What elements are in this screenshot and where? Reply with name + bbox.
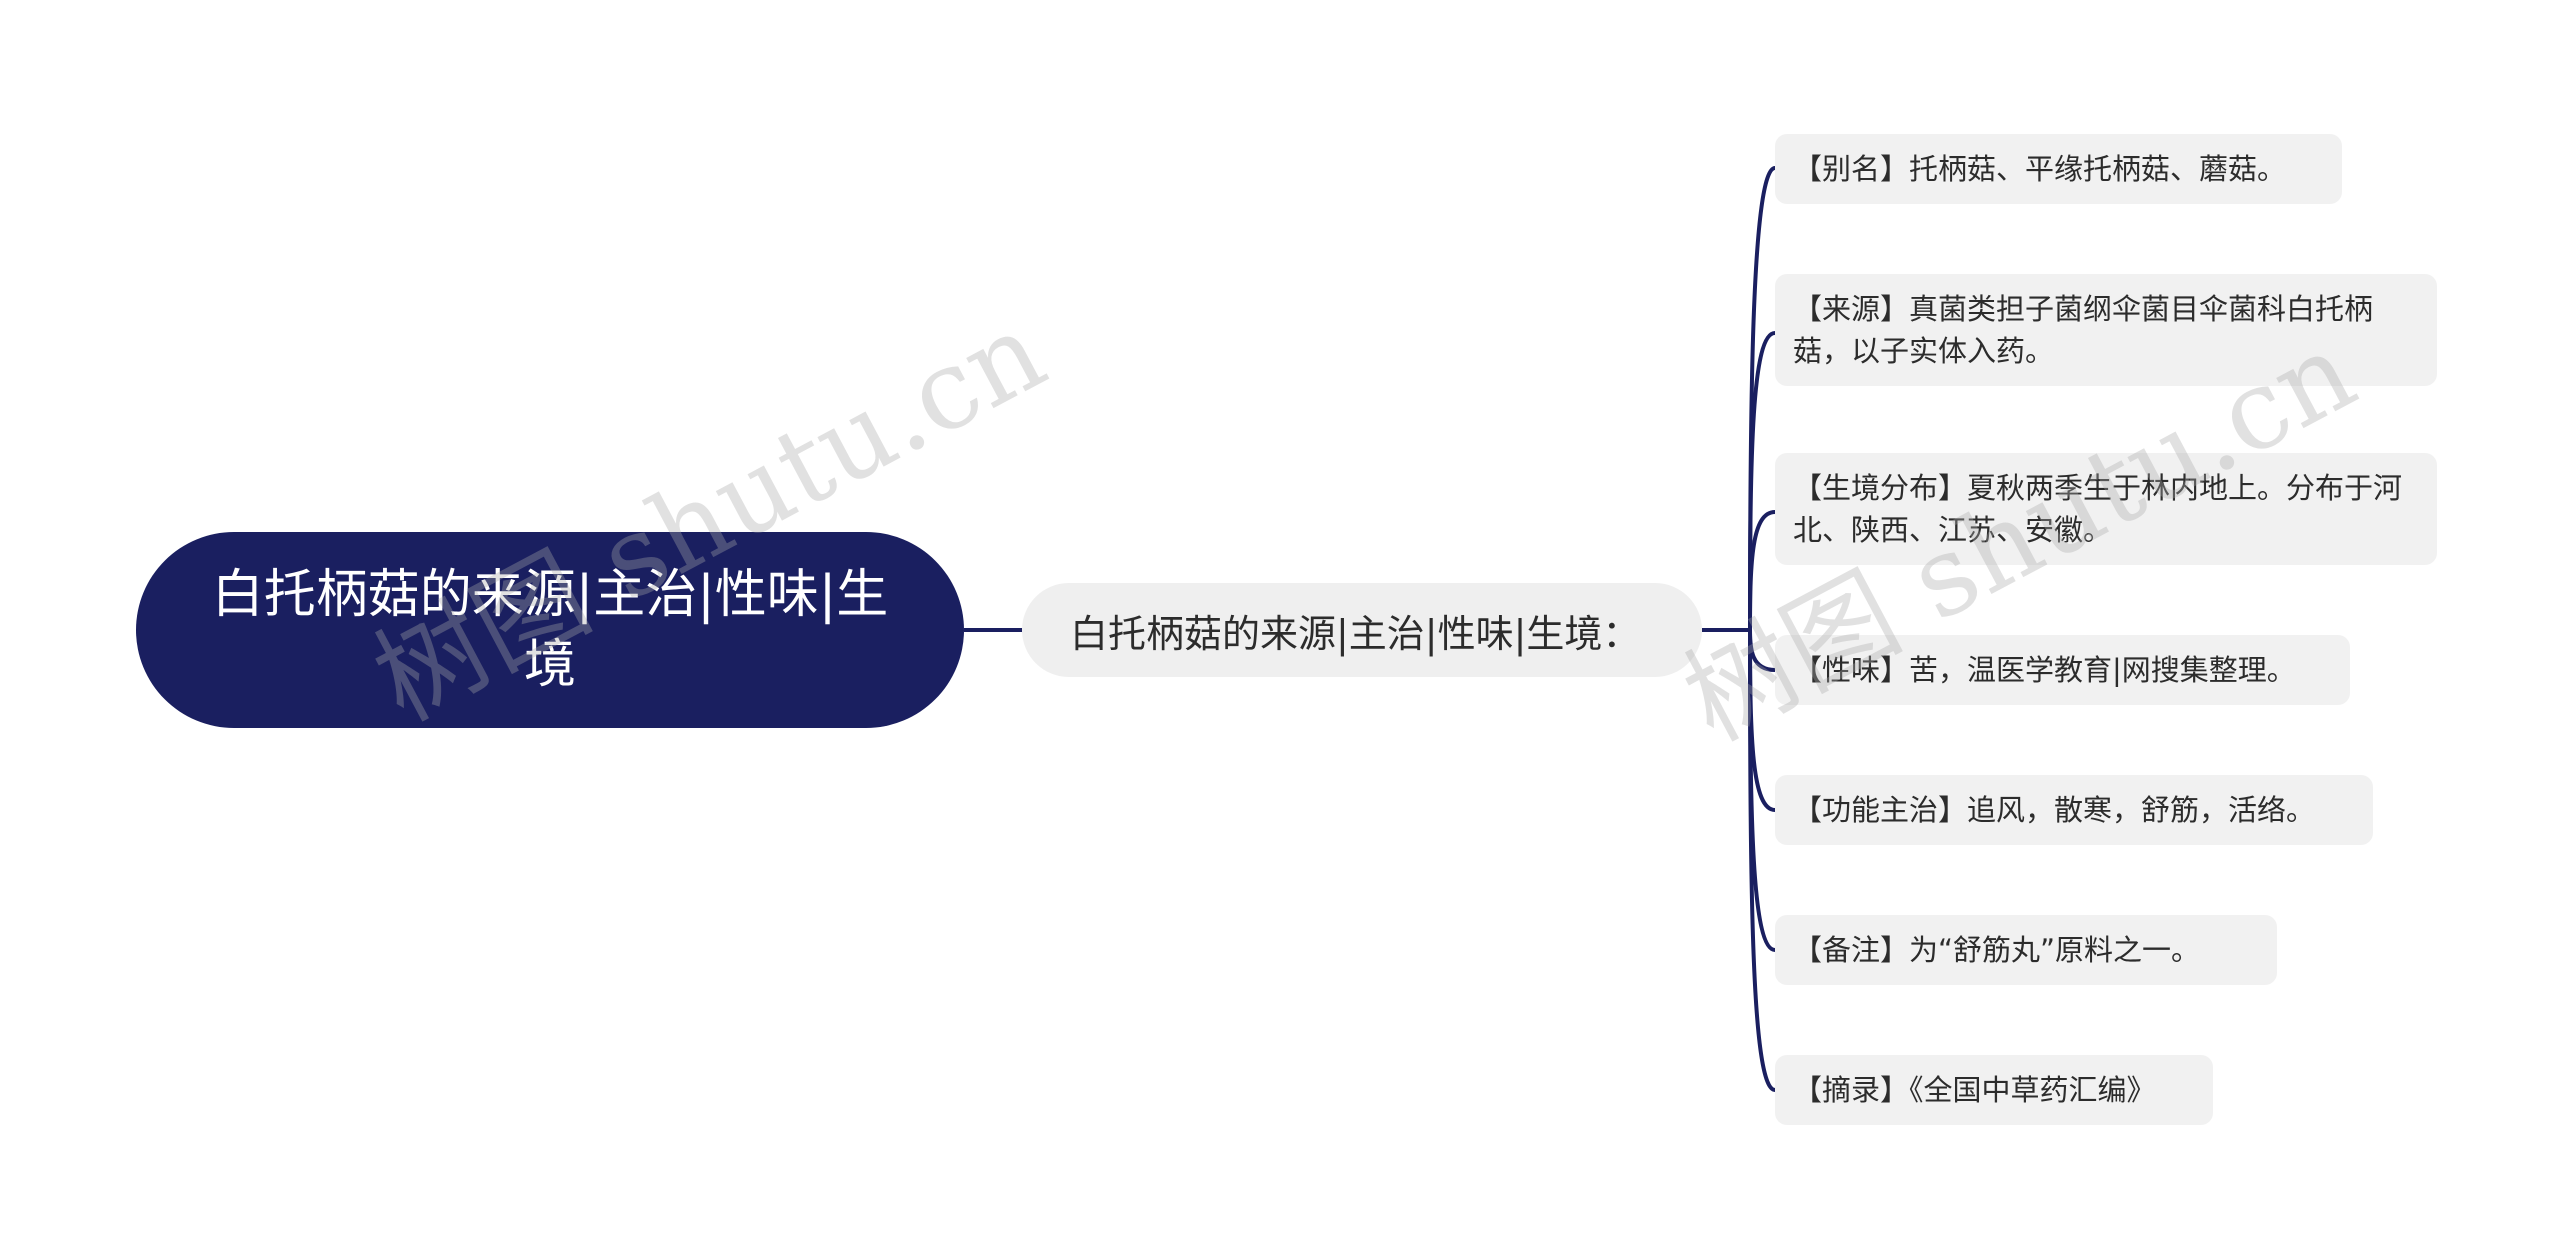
root-topic-label: 白托柄菇的来源|主治|性味|生境 <box>211 565 889 695</box>
subtopic-label: 白托柄菇的来源|主治|性味|生境： <box>1070 611 1641 656</box>
leaf-node-source[interactable]: 【来源】真菌类担子菌纲伞菌目伞菌科白托柄菇，以子实体入药。 <box>1775 274 2437 386</box>
root-topic-node[interactable]: 白托柄菇的来源|主治|性味|生境 <box>136 532 964 728</box>
leaf-node-excerpt[interactable]: 【摘录】《全国中草药汇编》 <box>1775 1055 2213 1125</box>
branch-connector-7 <box>1748 629 1776 1092</box>
subtopic-node[interactable]: 白托柄菇的来源|主治|性味|生境： <box>1022 583 1702 677</box>
leaf-node-function[interactable]: 【功能主治】追风，散寒，舒筋，活络。 <box>1775 775 2373 845</box>
leaf-node-habitat[interactable]: 【生境分布】夏秋两季生于林内地上。分布于河北、陕西、江苏、安徽。 <box>1775 453 2437 565</box>
leaf-node-remark[interactable]: 【备注】为“舒筋丸”原料之一。 <box>1775 915 2277 985</box>
branch-connector-3 <box>1748 510 1776 631</box>
leaf-node-alias[interactable]: 【别名】托柄菇、平缘托柄菇、蘑菇。 <box>1775 134 2342 204</box>
leaf-node-property[interactable]: 【性味】苦，温医学教育|网搜集整理。 <box>1775 635 2350 705</box>
branch-connector-4 <box>1748 629 1776 672</box>
